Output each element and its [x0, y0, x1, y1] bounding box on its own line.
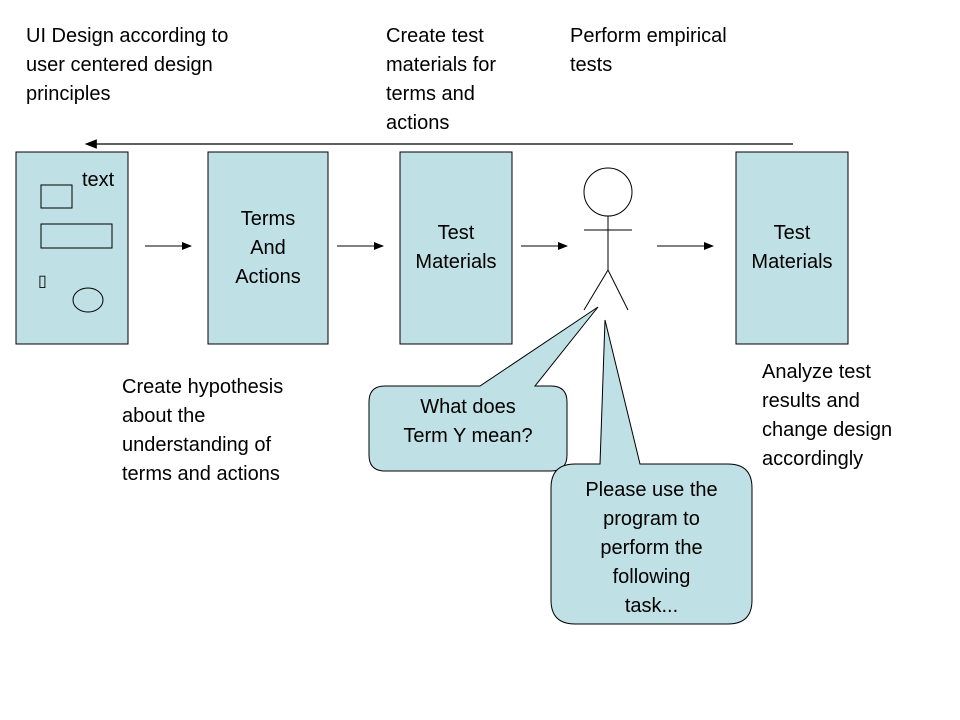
task-bubble-text: Please use the program to perform the fo…	[585, 479, 718, 617]
ui-mockup-ellipse	[72, 287, 104, 313]
caption-perform-tests: Perform empirical tests	[570, 25, 727, 76]
caption-ui-design: UI Design according to user centered des…	[26, 25, 229, 105]
task-speech-bubble	[550, 319, 753, 625]
question-speech-bubble	[368, 306, 599, 472]
caption-hypothesis: Create hypothesis about the understandin…	[122, 376, 284, 485]
terms-and-actions-label: Terms And Actions	[235, 208, 301, 288]
test-materials-box-1	[399, 151, 513, 345]
ui-mockup-glyph: ▯	[38, 273, 47, 290]
test-materials-label-2: Test Materials	[751, 222, 833, 273]
terms-and-actions-box	[207, 151, 329, 345]
caption-create-test-materials: Create test materials for terms and acti…	[386, 25, 497, 134]
ui-mockup-wide-rect	[40, 223, 113, 249]
question-bubble-text: What does Term Y mean?	[403, 396, 533, 447]
test-materials-box-2	[735, 151, 849, 345]
test-materials-label-1: Test Materials	[415, 222, 497, 273]
ui-mockup-small-rect	[40, 184, 73, 209]
user-stick-figure-icon	[583, 167, 633, 311]
caption-analyze: Analyze test results and change design a…	[762, 361, 893, 470]
ui-mockup-text-label: text	[82, 169, 115, 191]
